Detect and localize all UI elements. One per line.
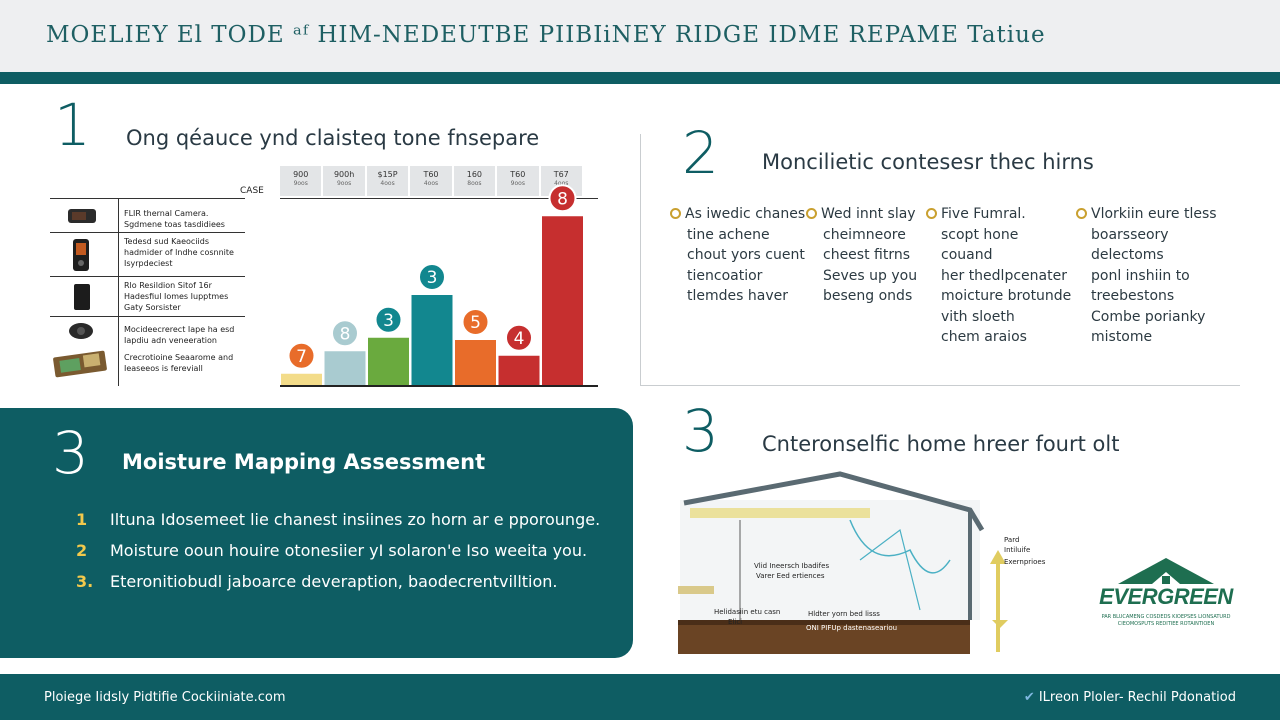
table-divider — [50, 232, 245, 233]
arrow-head-icon — [992, 620, 1008, 628]
chart-bar — [281, 373, 322, 385]
probe-icon — [69, 323, 93, 339]
footer-website-link[interactable]: Ploiege Iidsly Pidtifie Cockiiniate.com — [44, 690, 286, 705]
section4-title: Cnteronselfic home hreer fourt olt — [762, 432, 1120, 456]
chart-bar — [542, 216, 583, 385]
bar-badge — [505, 323, 533, 352]
moisture-meter-icon — [73, 239, 89, 271]
bar-data-label: 3 — [383, 311, 394, 331]
circle-bullet-icon — [670, 208, 681, 219]
header: MOELIEY El TODE ᵃᶠ HIM-NEDEUTBE PIIBIiNE… — [0, 0, 1280, 72]
evergreen-logo: EVERGREEN PAR BLUCAMENG COSDEDS KIOEPSES… — [1088, 554, 1244, 634]
circle-bullet-icon — [806, 208, 817, 219]
chart-bar — [455, 340, 496, 385]
arrow-head-icon — [990, 550, 1006, 564]
chart-x-axis — [280, 385, 598, 387]
diagram-label: Vlid Ineersch Ibadifes — [754, 562, 829, 570]
case-label: CASE — [240, 186, 264, 196]
sensor-box-icon — [74, 284, 90, 310]
ground-surface — [678, 620, 970, 625]
bar-badge — [418, 263, 446, 291]
section3-panel — [0, 408, 633, 658]
bar-data-label: 7 — [296, 347, 307, 367]
toolkit-icon — [53, 350, 107, 378]
bar-data-label: 4 — [514, 329, 525, 349]
table-divider — [50, 316, 245, 317]
logo-wordmark: EVERGREEN — [1099, 584, 1233, 609]
table-row-text: Mocideecrerect Iape ha esd Iapdiu adn ve… — [124, 325, 235, 346]
header-accent-bar — [0, 72, 1280, 84]
diagram-label: Hldter yorn bed lisss — [808, 610, 880, 618]
ground-soil — [678, 620, 970, 654]
table-row-text: FLIR thernal Camera. Sgdmene toas tasdid… — [124, 209, 225, 230]
circle-bullet-icon — [926, 208, 937, 219]
table-vertical-divider — [118, 198, 119, 386]
section4-number: 3 — [682, 397, 719, 465]
chart-bar — [411, 295, 453, 385]
house-cross-section-diagram: Vlid Ineersch Ibadifes Varer Eed ertienc… — [678, 471, 1046, 654]
section2-column: Wed innt slay cheimneore cheest fitrns S… — [806, 204, 956, 307]
bar-data-label: 3 — [427, 268, 438, 288]
section1-number: 1 — [54, 91, 91, 159]
diagram-label: Elici — [728, 618, 742, 626]
chart-bar — [368, 337, 409, 385]
camera-device-icon — [68, 209, 96, 223]
section2-title: Moncilietic contesesr thec hirns — [762, 150, 1094, 174]
logo-tagline: PAR BLUCAMENG COSDEDS KIOEPSES LIONSATUR… — [1101, 614, 1231, 627]
chart-bar — [498, 355, 540, 385]
section3-number: 3 — [52, 419, 89, 487]
moisture-band — [678, 586, 714, 594]
diagram-label: ONI PIFUp dastenaseariou — [806, 624, 897, 632]
chart-top-rule — [280, 198, 598, 199]
diagram-label: Exernprioes — [1004, 558, 1046, 566]
mountain-house-logo-icon — [1118, 558, 1214, 584]
airflow-line — [859, 528, 921, 611]
section2-frame — [640, 134, 1240, 386]
circle-bullet-icon — [1076, 208, 1087, 219]
diagram-label: Intiluife — [1004, 546, 1030, 554]
diagram-label: Pard — [1004, 536, 1019, 544]
bar-badge — [287, 341, 316, 370]
page-title: MOELIEY El TODE ᵃᶠ HIM-NEDEUTBE PIIBIiNE… — [46, 22, 1046, 48]
roof-line — [683, 471, 985, 532]
section2-column: Five Fumral. scopt hone couand her thedl… — [926, 204, 1074, 348]
bar-data-label: 8 — [340, 324, 351, 344]
section2-column: As iwedic chanes tine achene chout yors … — [670, 204, 820, 307]
table-divider — [50, 198, 245, 199]
bar-data-label: 5 — [470, 313, 481, 333]
list-item: 3.Eteronitiobudl jaboarce deveraption, b… — [76, 572, 558, 591]
checkmark-icon: ✔ — [1023, 690, 1035, 705]
diagram-label: Helidasiin etu casn — [714, 608, 780, 616]
section3-title: Moisture Mapping Assessment — [122, 450, 486, 474]
chart-bar — [324, 351, 366, 385]
table-divider — [50, 276, 245, 277]
section2-number: 2 — [682, 119, 719, 187]
bar-badge — [331, 319, 359, 348]
airflow-line — [849, 519, 951, 574]
bar-badge — [374, 305, 403, 334]
table-row-text: Crecrotioine Seaarome and Ieaseeos is fe… — [124, 353, 234, 374]
section2-column: Vlorkiin eure tless boarsseory delectoms… — [1076, 204, 1236, 348]
diagram-label: Varer Eed ertiences — [756, 572, 825, 580]
footer: Ploiege Iidsly Pidtifie Cockiiniate.com … — [0, 674, 1280, 720]
table-row-text: Tedesd sud Kaeociids hadmider of lndhe c… — [124, 237, 234, 269]
table-row-text: Rlo Resildion Sitof 16r Hadesfiul Iomes … — [124, 281, 229, 313]
house-interior — [680, 500, 980, 620]
section1-title: Ong qéauce ynd claisteq tone fnsepare — [126, 126, 540, 150]
footer-credit: ✔ILreon Ploler- Rechil Pdonatiod — [1023, 690, 1236, 705]
moisture-band — [690, 508, 870, 518]
bar-badge — [461, 308, 490, 336]
